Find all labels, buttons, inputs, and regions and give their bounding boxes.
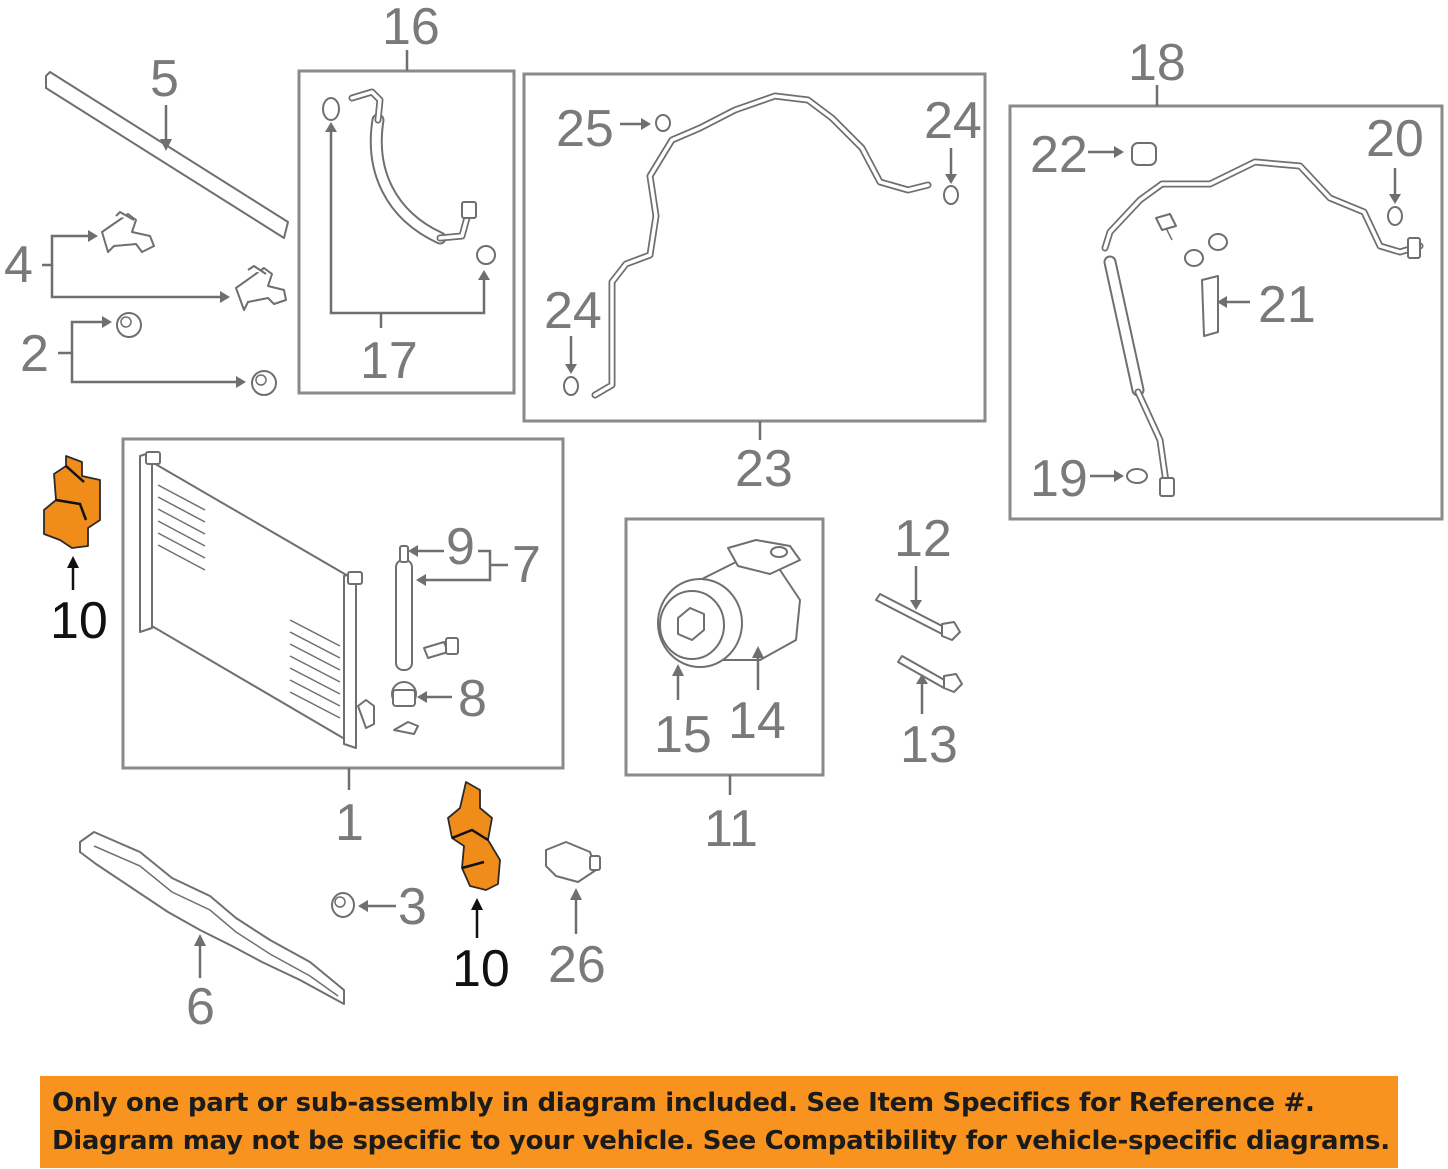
deflector-part-6 xyxy=(79,831,345,1005)
receiver-drier-part-7 xyxy=(391,545,508,735)
callout-3: 3 xyxy=(398,878,427,936)
bushing-part-3 xyxy=(331,892,396,918)
callout-21: 21 xyxy=(1258,276,1316,334)
box-condenser-1 xyxy=(121,437,565,770)
callout-8: 8 xyxy=(458,670,487,728)
disclaimer-banner: Only one part or sub-assembly in diagram… xyxy=(40,1076,1398,1168)
bolt-part-13 xyxy=(897,655,963,714)
callout-9: 9 xyxy=(446,518,475,576)
liquid-tube-part-23 xyxy=(563,92,959,440)
callout-19: 19 xyxy=(1030,450,1088,508)
seal-strip-part-5 xyxy=(45,71,289,239)
callout-10-left: 10 xyxy=(50,592,108,650)
condenser-part-1 xyxy=(139,451,375,790)
callout-15: 15 xyxy=(654,706,712,764)
callout-4: 4 xyxy=(4,236,33,294)
callout-25: 25 xyxy=(556,100,614,158)
callout-2: 2 xyxy=(20,325,49,383)
callout-23: 23 xyxy=(735,440,793,498)
callout-16: 16 xyxy=(382,0,440,56)
callout-26: 26 xyxy=(548,936,606,994)
callout-6: 6 xyxy=(186,978,215,1036)
box-tube-assembly-23 xyxy=(522,72,987,423)
bolt-part-12 xyxy=(875,566,961,641)
bushing-part-2 xyxy=(58,312,277,396)
callout-14: 14 xyxy=(728,692,786,750)
air-guide-part-10-left xyxy=(43,455,101,590)
bracket-part-4 xyxy=(42,211,287,311)
disclaimer-line-2: Diagram may not be specific to your vehi… xyxy=(52,1126,1390,1156)
compressor-part-11 xyxy=(657,539,801,795)
callout-5: 5 xyxy=(150,50,179,108)
discharge-hose-part-16 xyxy=(322,50,496,328)
callout-12: 12 xyxy=(894,510,952,568)
disclaimer-line-1: Only one part or sub-assembly in diagram… xyxy=(52,1088,1315,1118)
callout-18: 18 xyxy=(1128,34,1186,92)
box-compressor-11 xyxy=(624,517,825,777)
callout-7: 7 xyxy=(512,536,541,594)
callout-22: 22 xyxy=(1030,126,1088,184)
pressure-switch-part-26 xyxy=(545,841,601,934)
callout-17: 17 xyxy=(360,332,418,390)
callout-24-lower: 24 xyxy=(544,282,602,340)
callout-1: 1 xyxy=(335,794,364,852)
callout-11: 11 xyxy=(704,800,758,858)
air-guide-part-10-bottom xyxy=(447,781,501,938)
callout-13: 13 xyxy=(900,716,958,774)
callout-20: 20 xyxy=(1366,110,1424,168)
parts-diagram: 5 4 2 16 17 25 24 24 23 18 22 20 21 19 9… xyxy=(4,0,1444,1036)
suction-hose-part-18 xyxy=(1088,85,1424,497)
callout-10-bottom: 10 xyxy=(452,940,510,998)
callout-24-upper: 24 xyxy=(924,92,982,150)
box-hose-assembly-18 xyxy=(1008,104,1444,521)
